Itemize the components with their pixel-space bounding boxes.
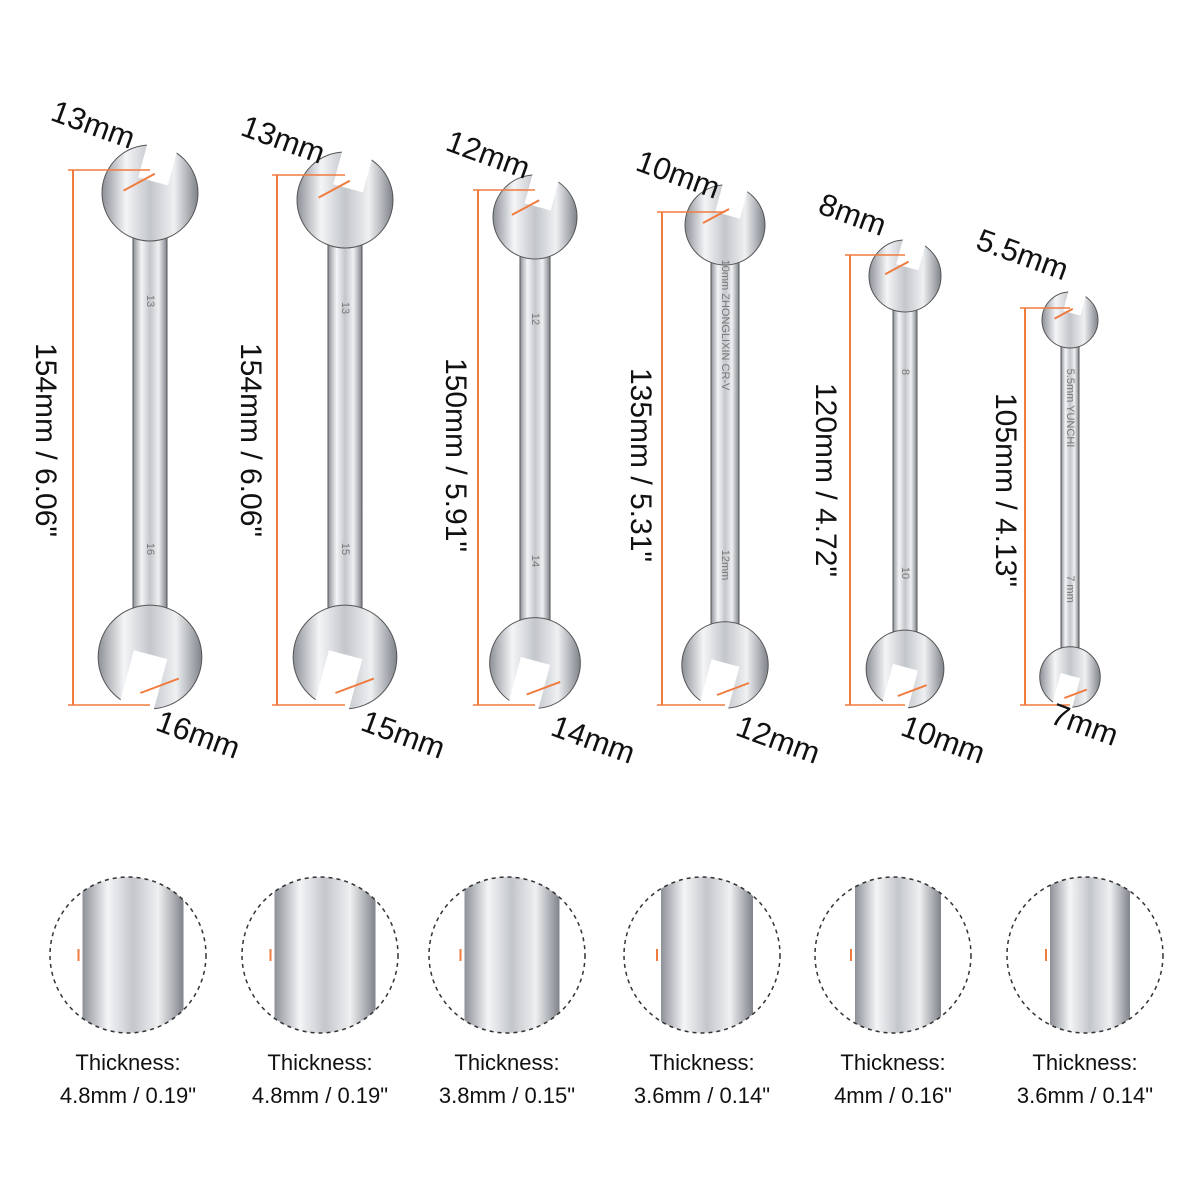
shaft-marking-top: 13 [144, 294, 156, 308]
thickness-closeup-circle [428, 876, 586, 1034]
thickness-closeup-bar [855, 877, 941, 1033]
shaft-marking-top: 8 [899, 368, 911, 376]
thickness-closeup-bar [1050, 877, 1130, 1033]
thickness-title: Thickness: [454, 1050, 560, 1075]
wrench-shaft [892, 275, 918, 670]
length-label: 135mm / 5.31" [624, 367, 657, 563]
top-jaw-dimension-arrow [511, 199, 540, 216]
thickness-title: Thickness: [1032, 1050, 1138, 1075]
wrench-bottom-jaw [1051, 673, 1081, 714]
thickness-closeup-bar [274, 877, 376, 1033]
thickness-closeup-circle [623, 876, 781, 1034]
thickness-closeup-circle [49, 876, 207, 1034]
wrench [292, 135, 398, 720]
wrench-top-jaw [333, 135, 376, 193]
thickness-value: 4mm / 0.16" [834, 1083, 952, 1108]
thickness-closeup-bar [661, 877, 753, 1033]
bottom-jaw-dimension-arrow [716, 682, 750, 696]
length-label: 150mm / 5.91" [439, 357, 472, 553]
wrench-shaft [519, 216, 551, 664]
wrench [489, 160, 581, 718]
top-jaw-dimension-arrow [884, 260, 910, 276]
thickness-title: Thickness: [840, 1050, 946, 1075]
thickness-value: 3.8mm / 0.15" [438, 1083, 576, 1108]
bottom-jaw-dimension-arrow [140, 677, 180, 694]
wrench-bottom-jaw [506, 657, 551, 718]
length-label: 105mm / 4.13" [989, 392, 1022, 588]
wrench [681, 171, 769, 718]
length-label: 154mm / 6.06" [29, 342, 62, 538]
wrench-top-jaw [524, 160, 563, 211]
top-jaw-dimension-arrow [1054, 307, 1074, 320]
thickness-title: Thickness: [267, 1050, 373, 1075]
bottom-jaw-dimension-arrow [335, 677, 375, 694]
wrench [1039, 282, 1101, 714]
shaft-marking-top: 13 [339, 301, 351, 315]
wrench-top-jaw [715, 171, 751, 219]
thickness-title: Thickness: [649, 1050, 755, 1075]
shaft-marking-bottom: 14 [529, 554, 541, 568]
wrench [97, 128, 203, 720]
thickness-title: Thickness: [75, 1050, 181, 1075]
thickness-closeup-bar [82, 877, 184, 1033]
thickness-value: 3.6mm / 0.14" [1016, 1083, 1154, 1108]
wrench-shaft [327, 199, 363, 658]
thickness-closeup-bar [464, 877, 560, 1033]
thickness-closeup-circle [241, 876, 399, 1034]
thickness-value: 3.6mm / 0.14" [633, 1083, 771, 1108]
shaft-marking-bottom: 15 [339, 542, 351, 556]
wrench-bottom-jaw [698, 659, 740, 718]
top-jaw-dimension-arrow [702, 208, 730, 224]
shaft-marking-top: 12 [529, 312, 541, 326]
length-label: 154mm / 6.06" [234, 342, 267, 538]
wrench-top-jaw [896, 227, 929, 271]
length-label: 120mm / 4.72" [809, 382, 842, 578]
shaft-marking-bottom: 7 mm [1064, 575, 1076, 603]
wrench [865, 227, 945, 716]
thickness-closeup-circle [814, 876, 972, 1034]
wrench-top-jaw [138, 128, 181, 186]
shaft-marking-bottom: 16 [144, 542, 156, 556]
thickness-value: 4.8mm / 0.19" [251, 1083, 389, 1108]
top-jaw-dimension-arrow [318, 179, 351, 199]
thickness-value: 4.8mm / 0.19" [59, 1083, 197, 1108]
shaft-marking-bottom: 12mm [719, 549, 731, 581]
wrench-bottom-jaw [312, 650, 363, 720]
bottom-jaw-dimension-arrow [1064, 688, 1088, 699]
wrench-shaft [132, 192, 168, 658]
thickness-closeup-circle [1006, 876, 1164, 1034]
shaft-marking-top: 10mm ZHONGLIXIN CR-V [719, 259, 731, 391]
wrench-bottom-jaw [117, 650, 168, 720]
wrench-bottom-jaw [880, 663, 918, 716]
bottom-jaw-dimension-arrow [897, 684, 927, 697]
top-jaw-dimension-arrow [123, 172, 156, 192]
shaft-marking-top: 5.5mm YUNCHI [1064, 368, 1076, 448]
shaft-marking-bottom: 10 [899, 566, 911, 580]
bottom-jaw-dimension-arrow [526, 680, 561, 696]
